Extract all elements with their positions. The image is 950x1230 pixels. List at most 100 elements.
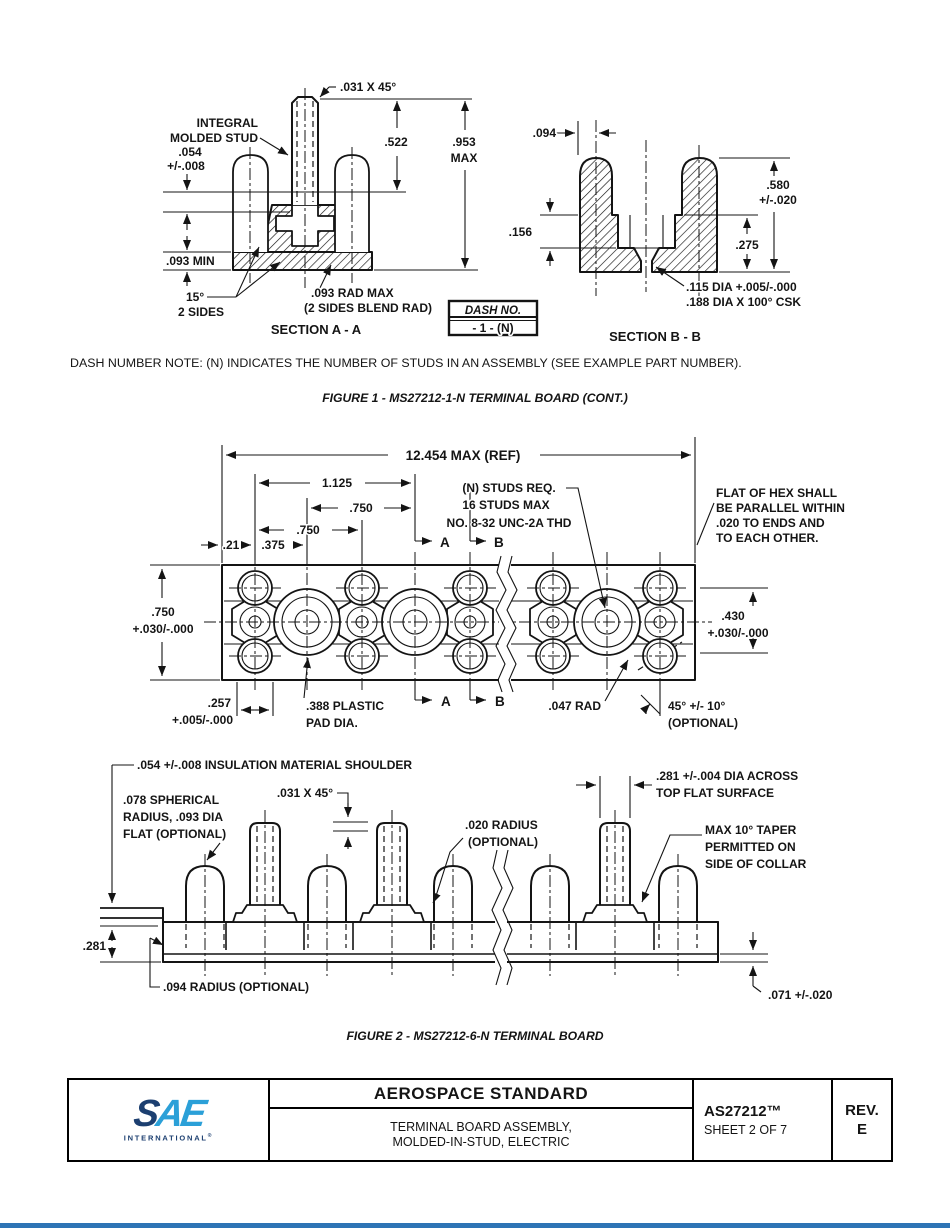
dim-pad-dia-2: PAD DIA. xyxy=(306,716,358,730)
revision-value: E xyxy=(856,1121,867,1138)
dim-071: .071 +/-.020 xyxy=(768,988,833,1002)
dim-156: .156 xyxy=(509,225,533,239)
sae-logo-subtext: INTERNATIONAL® xyxy=(123,1133,214,1143)
figure2-caption: FIGURE 2 - MS27212-6-N TERMINAL BOARD xyxy=(346,1029,604,1043)
barrier-domes xyxy=(185,854,698,976)
dim-45-optional-1: 45° +/- 10° xyxy=(668,699,726,713)
dim-15deg: 15° xyxy=(186,290,204,304)
label-integral-2: MOLDED STUD xyxy=(170,131,258,145)
note-studs-1: (N) STUDS REQ. xyxy=(462,481,555,495)
dim-blend-rad-2: (2 SIDES BLEND RAD) xyxy=(304,301,432,315)
dim-020-radius-2: (OPTIONAL) xyxy=(468,835,538,849)
title-block-revision: REV. E xyxy=(833,1080,891,1160)
dim-281-dia-2: TOP FLAT SURFACE xyxy=(656,786,774,800)
subtitle-line-1: TERMINAL BOARD ASSEMBLY, xyxy=(390,1119,572,1134)
dim-750-upper: .750 xyxy=(349,501,373,515)
dim-1125: 1.125 xyxy=(322,476,352,490)
plan-centerlines xyxy=(204,552,712,692)
note-spherical-1: .078 SPHERICAL xyxy=(123,793,219,807)
note-hex-1: FLAT OF HEX SHALL xyxy=(716,486,837,500)
dim-2-sides: 2 SIDES xyxy=(178,305,224,319)
dim-blend-rad-1: .093 RAD MAX xyxy=(311,286,394,300)
note-spherical-3: FLAT (OPTIONAL) xyxy=(123,827,226,841)
figure1-caption: FIGURE 1 - MS27212-1-N TERMINAL BOARD (C… xyxy=(322,391,628,405)
dim-094-radius: .094 RADIUS (OPTIONAL) xyxy=(163,980,309,994)
dim-093-min: .093 MIN xyxy=(166,254,215,268)
subtitle-line-2: MOLDED-IN-STUD, ELECTRIC xyxy=(392,1134,570,1149)
dash-number-note: DASH NUMBER NOTE: (N) INDICATES THE NUMB… xyxy=(70,356,742,370)
section-break-lines xyxy=(491,849,514,986)
dim-953-max: MAX xyxy=(451,151,478,165)
molded-studs xyxy=(232,810,648,978)
sae-logo-letters: SAE xyxy=(130,1093,207,1136)
dim-right-430: .430 xyxy=(721,609,745,623)
section-marker-b-top: B xyxy=(494,535,504,550)
section-marker-a-top: A xyxy=(440,535,450,550)
plan-dimensions xyxy=(150,437,768,716)
label-integral-1: INTEGRAL xyxy=(197,116,258,130)
document-number: AS27212™ xyxy=(704,1103,782,1120)
fig2-section-view: .054 +/-.008 INSULATION MATERIAL SHOULDE… xyxy=(81,757,834,1004)
title-block-center: AEROSPACE STANDARD TERMINAL BOARD ASSEMB… xyxy=(270,1080,694,1160)
note-taper-3: SIDE OF COLLAR xyxy=(705,857,807,871)
dim-hole-dia-1: .115 DIA +.005/-.000 xyxy=(686,280,797,294)
section-marker-a-bottom: A xyxy=(441,694,451,709)
engineering-drawing-canvas: .031 X 45° INTEGRAL MOLDED STUD .054 +/-… xyxy=(81,79,846,1004)
dim-580-tol: +/-.020 xyxy=(759,193,797,207)
fig2-plan-view: 12.454 MAX (REF) 1.125 .750 .750 .21 .37… xyxy=(131,437,846,732)
dim-281-dia-1: .281 +/-.004 DIA ACROSS xyxy=(656,769,798,783)
fig1-section-b-drawing: .094 .580 +/-.020 .156 .275 .115 DIA +.0… xyxy=(507,120,803,344)
note-spherical-2: RADIUS, .093 DIA xyxy=(123,810,223,824)
title-block-number: AS27212™ SHEET 2 OF 7 xyxy=(694,1080,833,1160)
revision-label: REV. xyxy=(845,1102,879,1119)
plan-break-lines xyxy=(495,555,518,693)
note-studs-3: NO. 8-32 UNC-2A THD xyxy=(447,516,572,530)
note-hex-3: .020 TO ENDS AND xyxy=(716,516,825,530)
dash-table-value: - 1 - (N) xyxy=(472,321,513,335)
page-footer-bar xyxy=(0,1223,950,1228)
dim-chamfer-fig2: .031 X 45° xyxy=(277,786,333,800)
section-a-title: SECTION A - A xyxy=(271,322,362,337)
dim-020-radius-1: .020 RADIUS xyxy=(465,818,538,832)
note-taper-1: MAX 10° TAPER xyxy=(705,823,797,837)
dim-257: .257 xyxy=(208,696,232,710)
dim-375: .375 xyxy=(261,538,285,552)
dash-table-header: DASH NO. xyxy=(465,305,521,317)
dim-right-430-tol: +.030/-.000 xyxy=(707,626,768,640)
dim-094: .094 xyxy=(533,126,557,140)
note-hex-2: BE PARALLEL WITHIN xyxy=(716,501,845,515)
fig1-section-a-drawing: .031 X 45° INTEGRAL MOLDED STUD .054 +/-… xyxy=(163,79,479,337)
section-marker-b-bottom: B xyxy=(495,694,505,709)
dim-750-lower: .750 xyxy=(296,523,320,537)
title-block: SAE INTERNATIONAL® AEROSPACE STANDARD TE… xyxy=(67,1078,893,1162)
dim-580: .580 xyxy=(766,178,790,192)
sae-logo: SAE INTERNATIONAL® xyxy=(69,1080,270,1160)
dim-chamfer-a: .031 X 45° xyxy=(340,80,396,94)
dim-281-height: .281 xyxy=(83,939,107,953)
sheet-number: SHEET 2 OF 7 xyxy=(704,1123,788,1137)
note-taper-2: PERMITTED ON xyxy=(705,840,796,854)
section-b-title: SECTION B - B xyxy=(609,329,701,344)
dim-pad-dia-1: .388 PLASTIC xyxy=(306,699,384,713)
note-hex-4: TO EACH OTHER. xyxy=(716,531,818,545)
dim-left-750-tol: +.030/-.000 xyxy=(132,622,193,636)
dim-overall-length: 12.454 MAX (REF) xyxy=(406,448,521,463)
note-studs-2: 16 STUDS MAX xyxy=(462,498,549,512)
dim-047-rad: .047 RAD xyxy=(548,699,601,713)
dim-hole-dia-2: .188 DIA X 100° CSK xyxy=(686,295,801,309)
dim-054-tol: +/-.008 xyxy=(167,159,205,173)
dim-257-tol: +.005/-.000 xyxy=(172,713,233,727)
dim-275: .275 xyxy=(735,238,759,252)
dim-054: .054 xyxy=(178,145,202,159)
section-dimensions xyxy=(100,764,768,993)
document-subtitle: TERMINAL BOARD ASSEMBLY, MOLDED-IN-STUD,… xyxy=(270,1109,692,1160)
stud-pad-edges xyxy=(225,922,655,950)
dim-45-optional-2: (OPTIONAL) xyxy=(668,716,738,730)
dim-left-750: .750 xyxy=(151,605,175,619)
dim-522: .522 xyxy=(384,135,408,149)
dim-21: .21 xyxy=(223,538,240,552)
dim-953: .953 xyxy=(452,135,476,149)
note-insulation-shoulder: .054 +/-.008 INSULATION MATERIAL SHOULDE… xyxy=(137,758,412,772)
document-type: AEROSPACE STANDARD xyxy=(270,1080,692,1109)
